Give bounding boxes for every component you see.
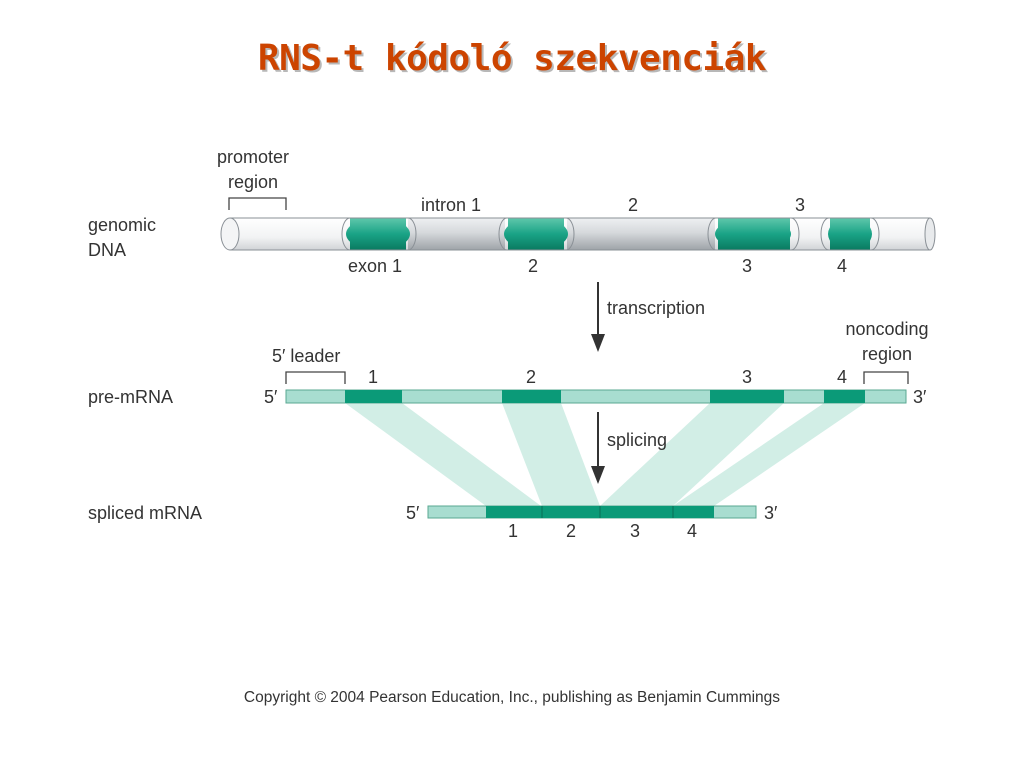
pre-mrna-exon-2-label: 2 (526, 367, 536, 387)
spliced-exon-3-label: 3 (630, 521, 640, 541)
spliced-mrna-label: spliced mRNA (88, 503, 202, 523)
spliced-exon-4-label: 4 (687, 521, 697, 541)
noncoding-bracket (863, 371, 909, 384)
exon-2-body (508, 218, 564, 250)
pre-mrna-exon-1-label: 1 (368, 367, 378, 387)
leader-bracket (285, 371, 346, 384)
exon-4-label: 4 (837, 256, 847, 276)
splice-band-exon-4 (673, 403, 865, 506)
labels: promoter region genomic DNA intron 1 2 3… (88, 147, 929, 541)
pre-mrna-label: pre-mRNA (88, 387, 173, 407)
exon-2-label: 2 (528, 256, 538, 276)
promoter-region-label: region (228, 172, 278, 192)
pre-mrna-exon-3-label: 3 (742, 367, 752, 387)
pre-mrna-strip (285, 389, 907, 404)
spliced-exon-2-label: 2 (566, 521, 576, 541)
spliced-mrna-5-prime: 5′ (406, 503, 420, 523)
splice-bands (345, 403, 865, 506)
dna-label: DNA (88, 240, 126, 260)
splice-band-exon-2 (502, 403, 600, 506)
slide-title: RNS-t kódoló szekvenciák (257, 38, 767, 79)
spliced-mrna-strip (427, 505, 757, 519)
intron-1-label: intron 1 (421, 195, 481, 215)
spliced-exon-1-label: 1 (508, 521, 518, 541)
transcription-arrow-head (591, 334, 605, 352)
splice-band-exon-3 (600, 403, 784, 506)
transcription-label: transcription (607, 298, 705, 318)
leader-label: 5′ leader (272, 346, 340, 366)
promoter-bracket (228, 197, 287, 210)
splice-band-exon-1 (345, 403, 541, 506)
pre-mrna-exon-4 (824, 390, 865, 403)
splicing-arrow-head (591, 466, 605, 484)
intron-2-label: 2 (628, 195, 638, 215)
exon-1-body (350, 218, 406, 250)
noncoding-label: noncoding (845, 319, 928, 339)
genomic-label: genomic (88, 215, 156, 235)
arrows (591, 282, 605, 484)
exon-4-segment (828, 218, 872, 250)
dna-left-cap (220, 217, 240, 251)
intron-3-label: 3 (795, 195, 805, 215)
pre-mrna-exon-1 (345, 390, 402, 403)
exon-3-segment (715, 218, 791, 250)
copyright-notice: Copyright © 2004 Pearson Education, Inc.… (243, 689, 781, 706)
brackets (228, 197, 909, 384)
intron-2-segment (567, 218, 715, 250)
noncoding-region-label: region (862, 344, 912, 364)
pre-mrna-5-prime: 5′ (264, 387, 278, 407)
pre-mrna-exon-3 (710, 390, 784, 403)
promoter-label: promoter (217, 147, 289, 167)
pre-mrna-exon-4-label: 4 (837, 367, 847, 387)
exon-3-label: 3 (742, 256, 752, 276)
exon-1-label: exon 1 (348, 256, 402, 276)
intron-1-segment (408, 218, 505, 250)
spliced-mrna-3-prime: 3′ (764, 503, 778, 523)
pre-mrna-3-prime: 3′ (913, 387, 927, 407)
pre-mrna-exon-2 (502, 390, 561, 403)
dna-right-cap (924, 217, 936, 251)
splicing-label: splicing (607, 430, 667, 450)
genomic-dna-cylinder (220, 217, 936, 251)
